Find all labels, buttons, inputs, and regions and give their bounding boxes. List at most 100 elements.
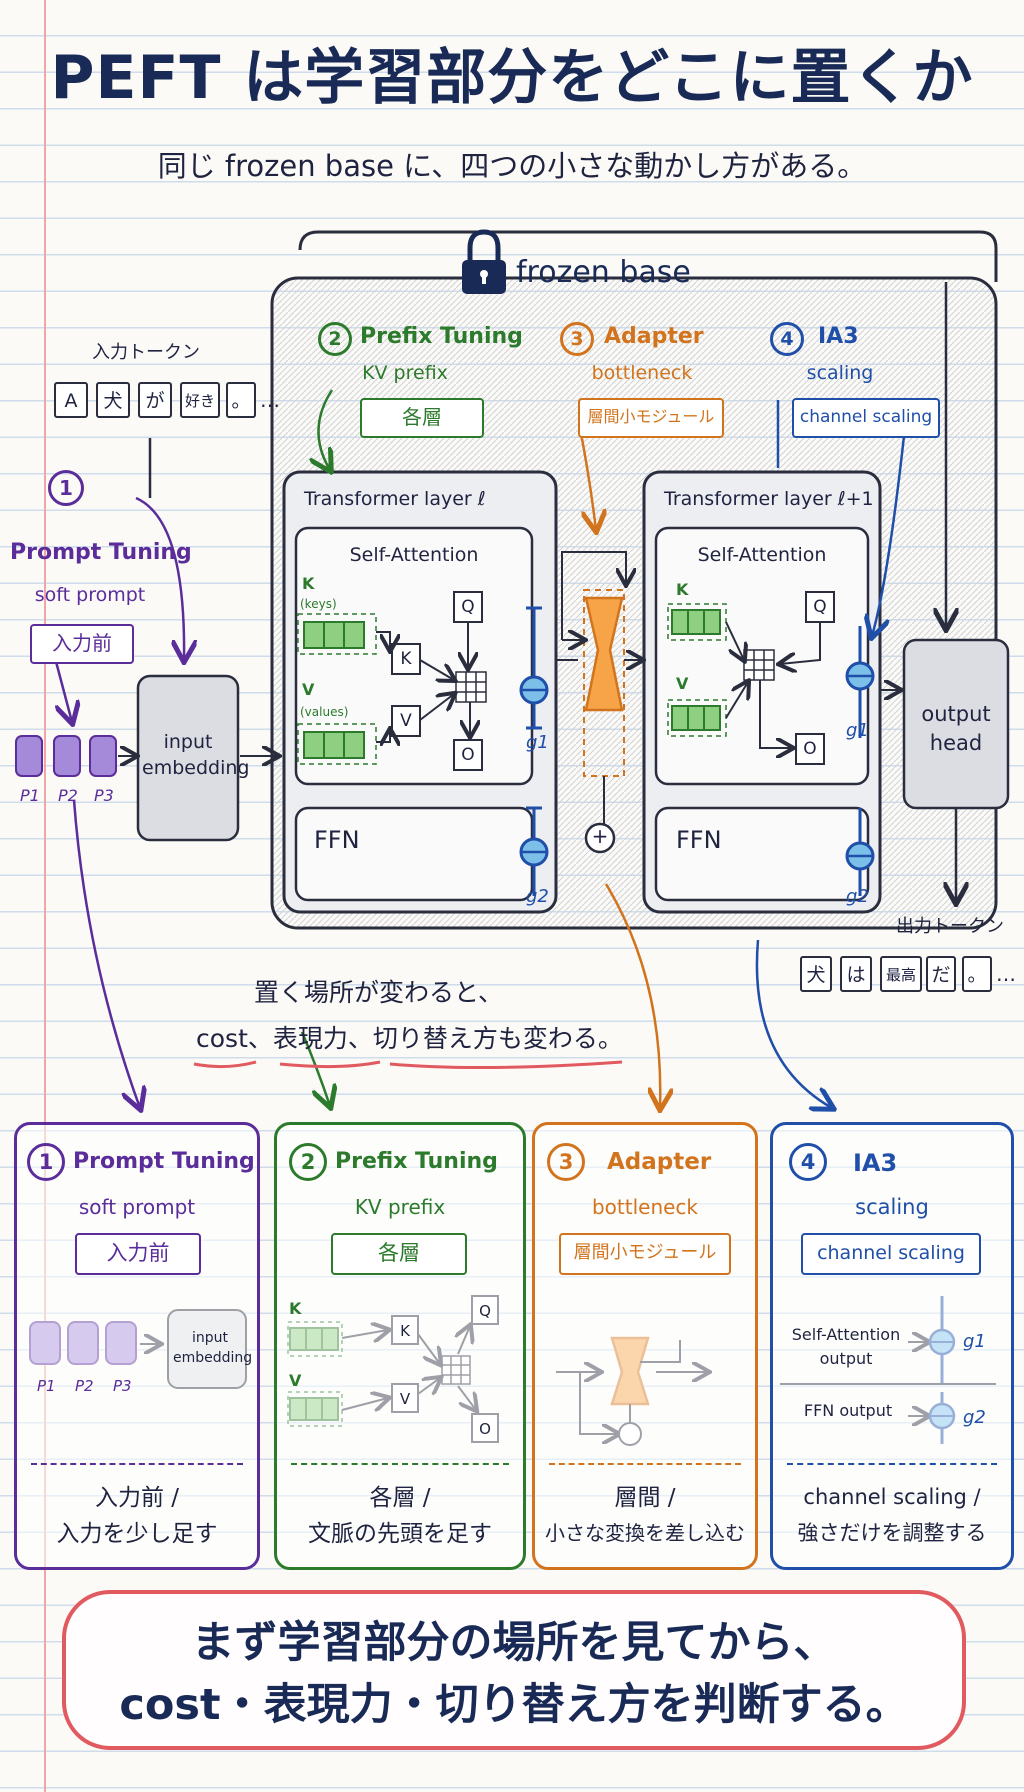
layer-l-k-box: K <box>400 649 412 669</box>
panel-2-badge: 各層 <box>331 1233 467 1275</box>
layer-l-values-sub: (values) <box>300 705 349 719</box>
callout-line1: まず学習部分の場所を見てから、 <box>191 1618 837 1668</box>
middle-note-line1: 置く場所が変わると、 <box>254 978 504 1007</box>
layer-l1-g2: g2 <box>846 886 869 907</box>
panel-1-p1: P1 <box>37 1377 56 1395</box>
layer-l1-keys-label: K <box>676 580 689 599</box>
panel-1-summary-2: 入力を少し足す <box>56 1521 218 1547</box>
frozen-base-frame <box>298 230 998 282</box>
layer-l1-self-attention: Self-Attention <box>697 544 827 566</box>
layer-l1-g1: g1 <box>846 720 869 741</box>
panel-2-v-box: V <box>399 1390 411 1408</box>
panel-1-summary-1: 入力前 / <box>94 1485 180 1511</box>
layer-l1-values-label: V <box>676 674 689 693</box>
g1-dial-l1 <box>845 626 875 738</box>
output-token: 最高 <box>880 956 922 992</box>
output-token: だ <box>926 956 956 992</box>
panel-1-p3: P3 <box>113 1377 132 1395</box>
panel-3-name: Adapter <box>607 1149 712 1175</box>
panel-2-k-box: K <box>400 1322 410 1340</box>
panel-1-divider <box>31 1463 243 1465</box>
output-tokens-label: 出力トークン <box>896 916 1004 937</box>
layer-l-keys-label: K <box>302 574 315 593</box>
layer-l-self-attention: Self-Attention <box>349 544 479 566</box>
output-token: は <box>840 956 872 992</box>
g2-dial-l <box>519 806 549 896</box>
layer-l-g2: g2 <box>526 886 549 907</box>
input-token: が <box>138 382 172 418</box>
method-2-badge: 各層 <box>360 398 484 438</box>
panel-2-v: V <box>289 1371 302 1390</box>
method-2-sub: KV prefix <box>362 362 448 384</box>
panel-3-summary-2: 小さな変換を差し込む <box>545 1521 745 1545</box>
panel-2-number: 2 <box>289 1143 327 1181</box>
method-4-number: 4 <box>770 322 804 356</box>
layer-l1-o-box: O <box>803 739 817 759</box>
output-token: 。 <box>962 956 992 992</box>
panel-4-g2: g2 <box>963 1407 986 1428</box>
input-token: 好き <box>180 382 220 418</box>
method-2-name: Prefix Tuning <box>360 324 523 349</box>
panel-4-badge: channel scaling <box>801 1233 981 1275</box>
layer-l-keys-sub: (keys) <box>300 597 337 611</box>
panel-adapter: 3 Adapter bottleneck 層間小モジュール 層間 / 小さな変換… <box>532 1122 758 1570</box>
panel-4-summary-1: channel scaling / <box>803 1485 981 1509</box>
input-token: 。 <box>226 382 256 418</box>
method-3-sub: bottleneck <box>591 362 693 384</box>
layer-l-v-box: V <box>400 711 412 731</box>
frozen-base-label: frozen base <box>516 255 691 290</box>
prompt-token-p2: P2 <box>58 786 78 805</box>
method-4-name: IA3 <box>818 324 859 349</box>
page-subtitle: 同じ frozen base に、四つの小さな動かし方がある。 <box>157 149 867 183</box>
panel-2-summary-2: 文脈の先頭を足す <box>308 1521 492 1547</box>
panel-ia3: 4 IA3 scaling channel scaling Self-Atten… <box>770 1122 1014 1570</box>
layer-l1-ffn: FFN <box>676 826 722 854</box>
panel-2-name: Prefix Tuning <box>335 1149 498 1174</box>
panel-4-name: IA3 <box>853 1149 898 1177</box>
panel-3-divider <box>549 1463 741 1465</box>
notebook-margin-line <box>44 0 46 1792</box>
g1-dial-l <box>519 606 549 730</box>
lock-icon <box>462 229 506 294</box>
panel-1-embedding: input embedding <box>173 1330 253 1366</box>
panel-4-sa-output: Self-Attention output <box>791 1325 901 1368</box>
method-3-number: 3 <box>560 322 594 356</box>
panel-4-g1: g1 <box>963 1331 986 1352</box>
layer-l-ffn: FFN <box>314 826 360 854</box>
panel-4-sub: scaling <box>855 1195 929 1219</box>
layer-l-q-box: Q <box>461 597 475 617</box>
input-tokens-label: 入力トークン <box>92 342 200 363</box>
panel-3-badge: 層間小モジュール <box>559 1233 731 1275</box>
layer-l1-q-box: Q <box>813 597 827 617</box>
panel-2-sub: KV prefix <box>354 1195 446 1219</box>
method-3-badge: 層間小モジュール <box>578 398 724 438</box>
method-2-number: 2 <box>318 322 352 356</box>
panel-3-sub: bottleneck <box>591 1195 699 1219</box>
layer-l1-title: Transformer layer ℓ+1 <box>664 488 874 510</box>
panel-1-p2: P2 <box>75 1377 94 1395</box>
panel-1-name: Prompt Tuning <box>73 1149 255 1174</box>
output-head-label: output head <box>921 702 991 756</box>
method-1-sub: soft prompt <box>34 584 146 606</box>
conclusion-callout <box>62 1590 966 1750</box>
panel-4-number: 4 <box>789 1143 827 1181</box>
panel-2-q-box: Q <box>479 1302 491 1320</box>
adapter-bottleneck-shape <box>584 596 624 712</box>
method-1-name: Prompt Tuning <box>10 540 192 565</box>
panel-2-divider <box>291 1463 509 1465</box>
panel-3-number: 3 <box>547 1143 585 1181</box>
output-token-ellipsis: … <box>996 962 1016 986</box>
panel-1-number: 1 <box>27 1143 65 1181</box>
layer-l-o-box: O <box>461 745 475 765</box>
method-1-badge: 入力前 <box>30 624 134 664</box>
panel-1-sub: soft prompt <box>78 1195 196 1219</box>
panel-4-divider <box>787 1463 997 1465</box>
panel-prompt-tuning: 1 Prompt Tuning soft prompt 入力前 P1 P2 P3… <box>14 1122 260 1570</box>
input-token: A <box>54 382 88 418</box>
method-4-sub: scaling <box>806 362 874 384</box>
panel-2-o-box: O <box>479 1420 491 1438</box>
prompt-token-p1: P1 <box>20 786 40 805</box>
layer-l-g1: g1 <box>526 732 549 753</box>
